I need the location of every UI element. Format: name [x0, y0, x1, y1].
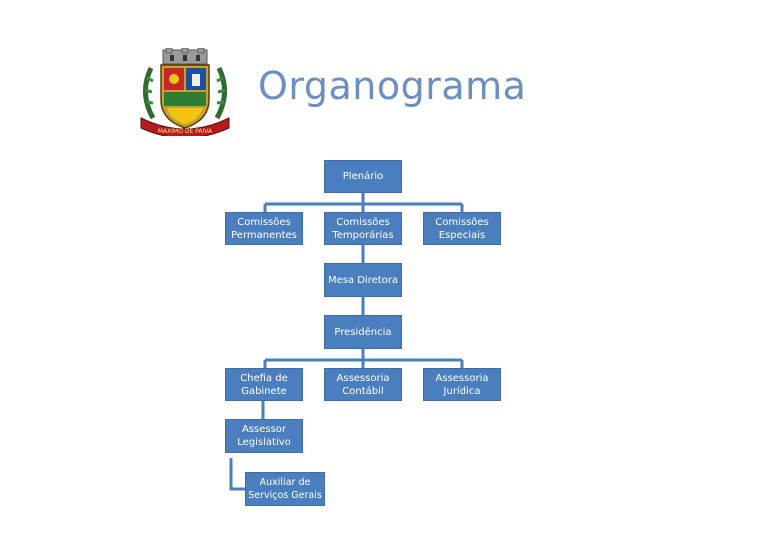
coat-of-arms-logo: MAXIMO DE PAIVA [140, 48, 230, 136]
page-title: Organograma [258, 64, 527, 108]
node-mesa-diretora: Mesa Diretora [324, 263, 402, 297]
node-comissoes-temporarias: Comissões Temporárias [324, 212, 402, 245]
node-auxiliar-servicos-gerais: Auxiliar de Serviços Gerais [245, 472, 325, 506]
node-chefia-de-gabinete: Chefia de Gabinete [225, 368, 303, 401]
node-presidencia: Presidência [324, 315, 402, 349]
node-assessoria-contabil: Assessoria Contábil [324, 368, 402, 401]
node-comissoes-permanentes: Comissões Permanentes [225, 212, 303, 245]
crest-banner-text: MAXIMO DE PAIVA [158, 128, 213, 135]
node-plenario: Plenário [324, 160, 402, 193]
node-comissoes-especiais: Comissões Especiais [423, 212, 501, 245]
node-assessor-legislativo: Assessor Legislativo [225, 419, 303, 453]
node-assessoria-juridica: Assessoria Jurídica [423, 368, 501, 401]
